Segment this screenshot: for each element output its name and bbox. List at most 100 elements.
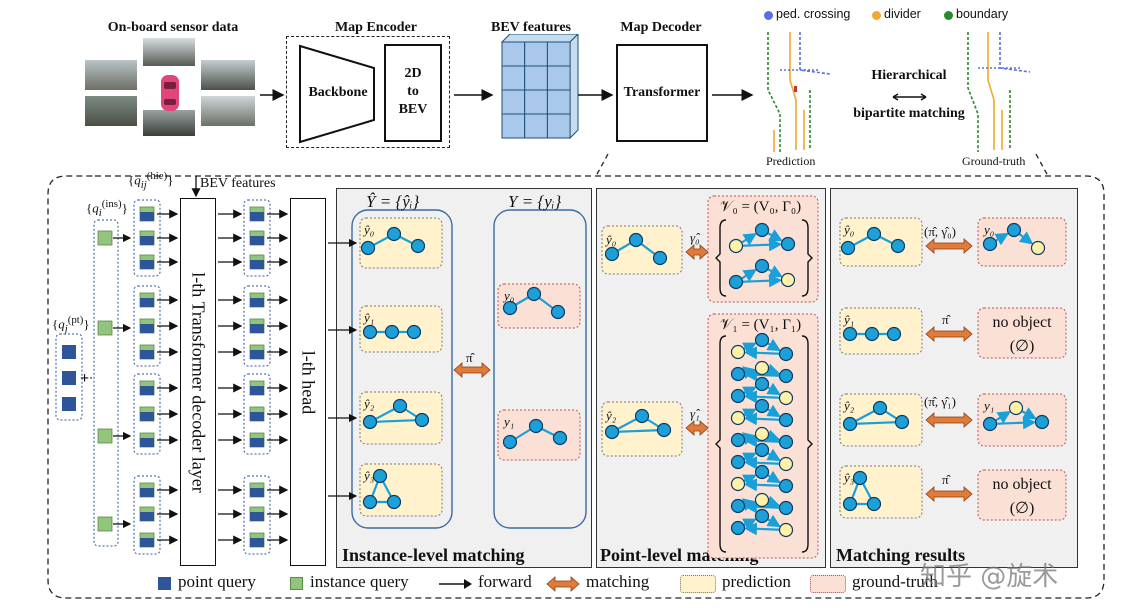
result-match-label: (π̂, γ̂₀) [924, 224, 956, 239]
graph-node [372, 468, 388, 484]
graph-node [840, 240, 856, 256]
graph-node [392, 398, 408, 414]
results-panel-title: Matching results [836, 545, 966, 565]
gt-box [497, 409, 581, 461]
graph-node [842, 416, 858, 432]
point-query [250, 438, 264, 447]
decoder-layer-box [180, 198, 216, 566]
result-gt-box [977, 393, 1067, 447]
point-query [250, 512, 264, 521]
instance-query [97, 320, 113, 336]
point-query [140, 488, 154, 497]
graph-node [384, 324, 400, 340]
point-query [140, 412, 154, 421]
pred-set-border [351, 209, 453, 529]
graph-node [886, 326, 902, 342]
graph-edge [989, 416, 1037, 430]
graph-node [730, 432, 746, 448]
graph-node [386, 226, 402, 242]
point-pred-label: ŷ₀ [606, 232, 617, 247]
graph-node [730, 388, 746, 404]
point-query [140, 324, 154, 333]
head-box [290, 198, 326, 566]
camera-image [201, 96, 255, 126]
transformer-label: Transformer [623, 85, 701, 100]
set-bracket [715, 219, 727, 297]
backbone-trapezoid [299, 44, 375, 144]
instance-query-group [93, 219, 119, 547]
graph-node [652, 250, 668, 266]
instance-query-swatch [290, 577, 303, 590]
point-query [140, 386, 154, 395]
point-query [140, 212, 154, 221]
graph-node [778, 368, 794, 384]
graph-node [728, 238, 744, 254]
graph-node [866, 496, 882, 512]
empty-set-label: (∅) [1009, 338, 1035, 355]
graph-node [982, 416, 998, 432]
matching-arrow [925, 238, 973, 254]
pred-label: ŷ₃ [364, 468, 375, 483]
result-pred-box [839, 217, 923, 267]
pred-box [359, 305, 443, 353]
graph-node [778, 346, 794, 362]
matching-arrow [925, 326, 973, 342]
point-query [250, 350, 264, 359]
graph-node [982, 236, 998, 252]
result-gt-box [977, 469, 1067, 521]
no-object-label: no object [992, 476, 1052, 493]
instance-query [97, 230, 113, 246]
transformer-box [616, 44, 708, 142]
graph-node [754, 360, 770, 376]
y-hat-set-label: Ŷ = {ŷᵢ} [366, 192, 420, 211]
hierarchical-query-group [133, 199, 161, 277]
decoder-title: Map Decoder [620, 20, 702, 35]
empty-set-label: (∅) [1009, 500, 1035, 517]
pred-label: ŷ₁ [364, 310, 375, 325]
graph-node [386, 494, 402, 510]
camera-image [85, 96, 137, 126]
graph-node [362, 324, 378, 340]
graph-node [604, 424, 620, 440]
camera-image [143, 110, 195, 136]
graph-node [1008, 400, 1024, 416]
point-query-group [55, 333, 83, 421]
watermark: 知乎 @旋术 [920, 562, 1059, 592]
graph-edge [849, 420, 903, 426]
point-query [62, 397, 76, 411]
bev-features-label: BEV features [200, 176, 276, 191]
gamma-label: γ̂₀ [690, 230, 700, 245]
bev-cell [546, 113, 571, 139]
point-pred-label: ŷ₂ [606, 408, 617, 423]
graph-node [730, 476, 746, 492]
graph-node [634, 408, 650, 424]
pred-box [359, 217, 443, 269]
boundary-dot [944, 11, 953, 20]
graph-node [778, 456, 794, 472]
graph-node [780, 272, 796, 288]
set-bracket [715, 335, 727, 553]
graph-node [528, 418, 544, 434]
set-bracket [801, 335, 813, 553]
v1-label: 𝒱₁ = (V₁, Γ₁) [720, 317, 802, 333]
point-query-swatch [158, 577, 171, 590]
q-pt-label: {qj(pt)} [52, 314, 90, 335]
car-icon [161, 75, 179, 111]
graph-node [890, 238, 906, 254]
instance-query [97, 428, 113, 444]
instance-query [97, 516, 113, 532]
bipartite-label: bipartite matching [853, 106, 965, 121]
point-query [250, 212, 264, 221]
point-query [140, 512, 154, 521]
prediction-map [767, 32, 831, 152]
sensor-images [85, 38, 257, 136]
point-query [140, 438, 154, 447]
to-bev-line: BEV [398, 102, 428, 117]
graph-node [414, 412, 430, 428]
gt-set-border [493, 209, 587, 529]
result-gt-label: y₁ [984, 398, 995, 413]
point-query [250, 386, 264, 395]
q-hie-label: {qij(hie)} [128, 170, 174, 191]
graph-node [730, 454, 746, 470]
